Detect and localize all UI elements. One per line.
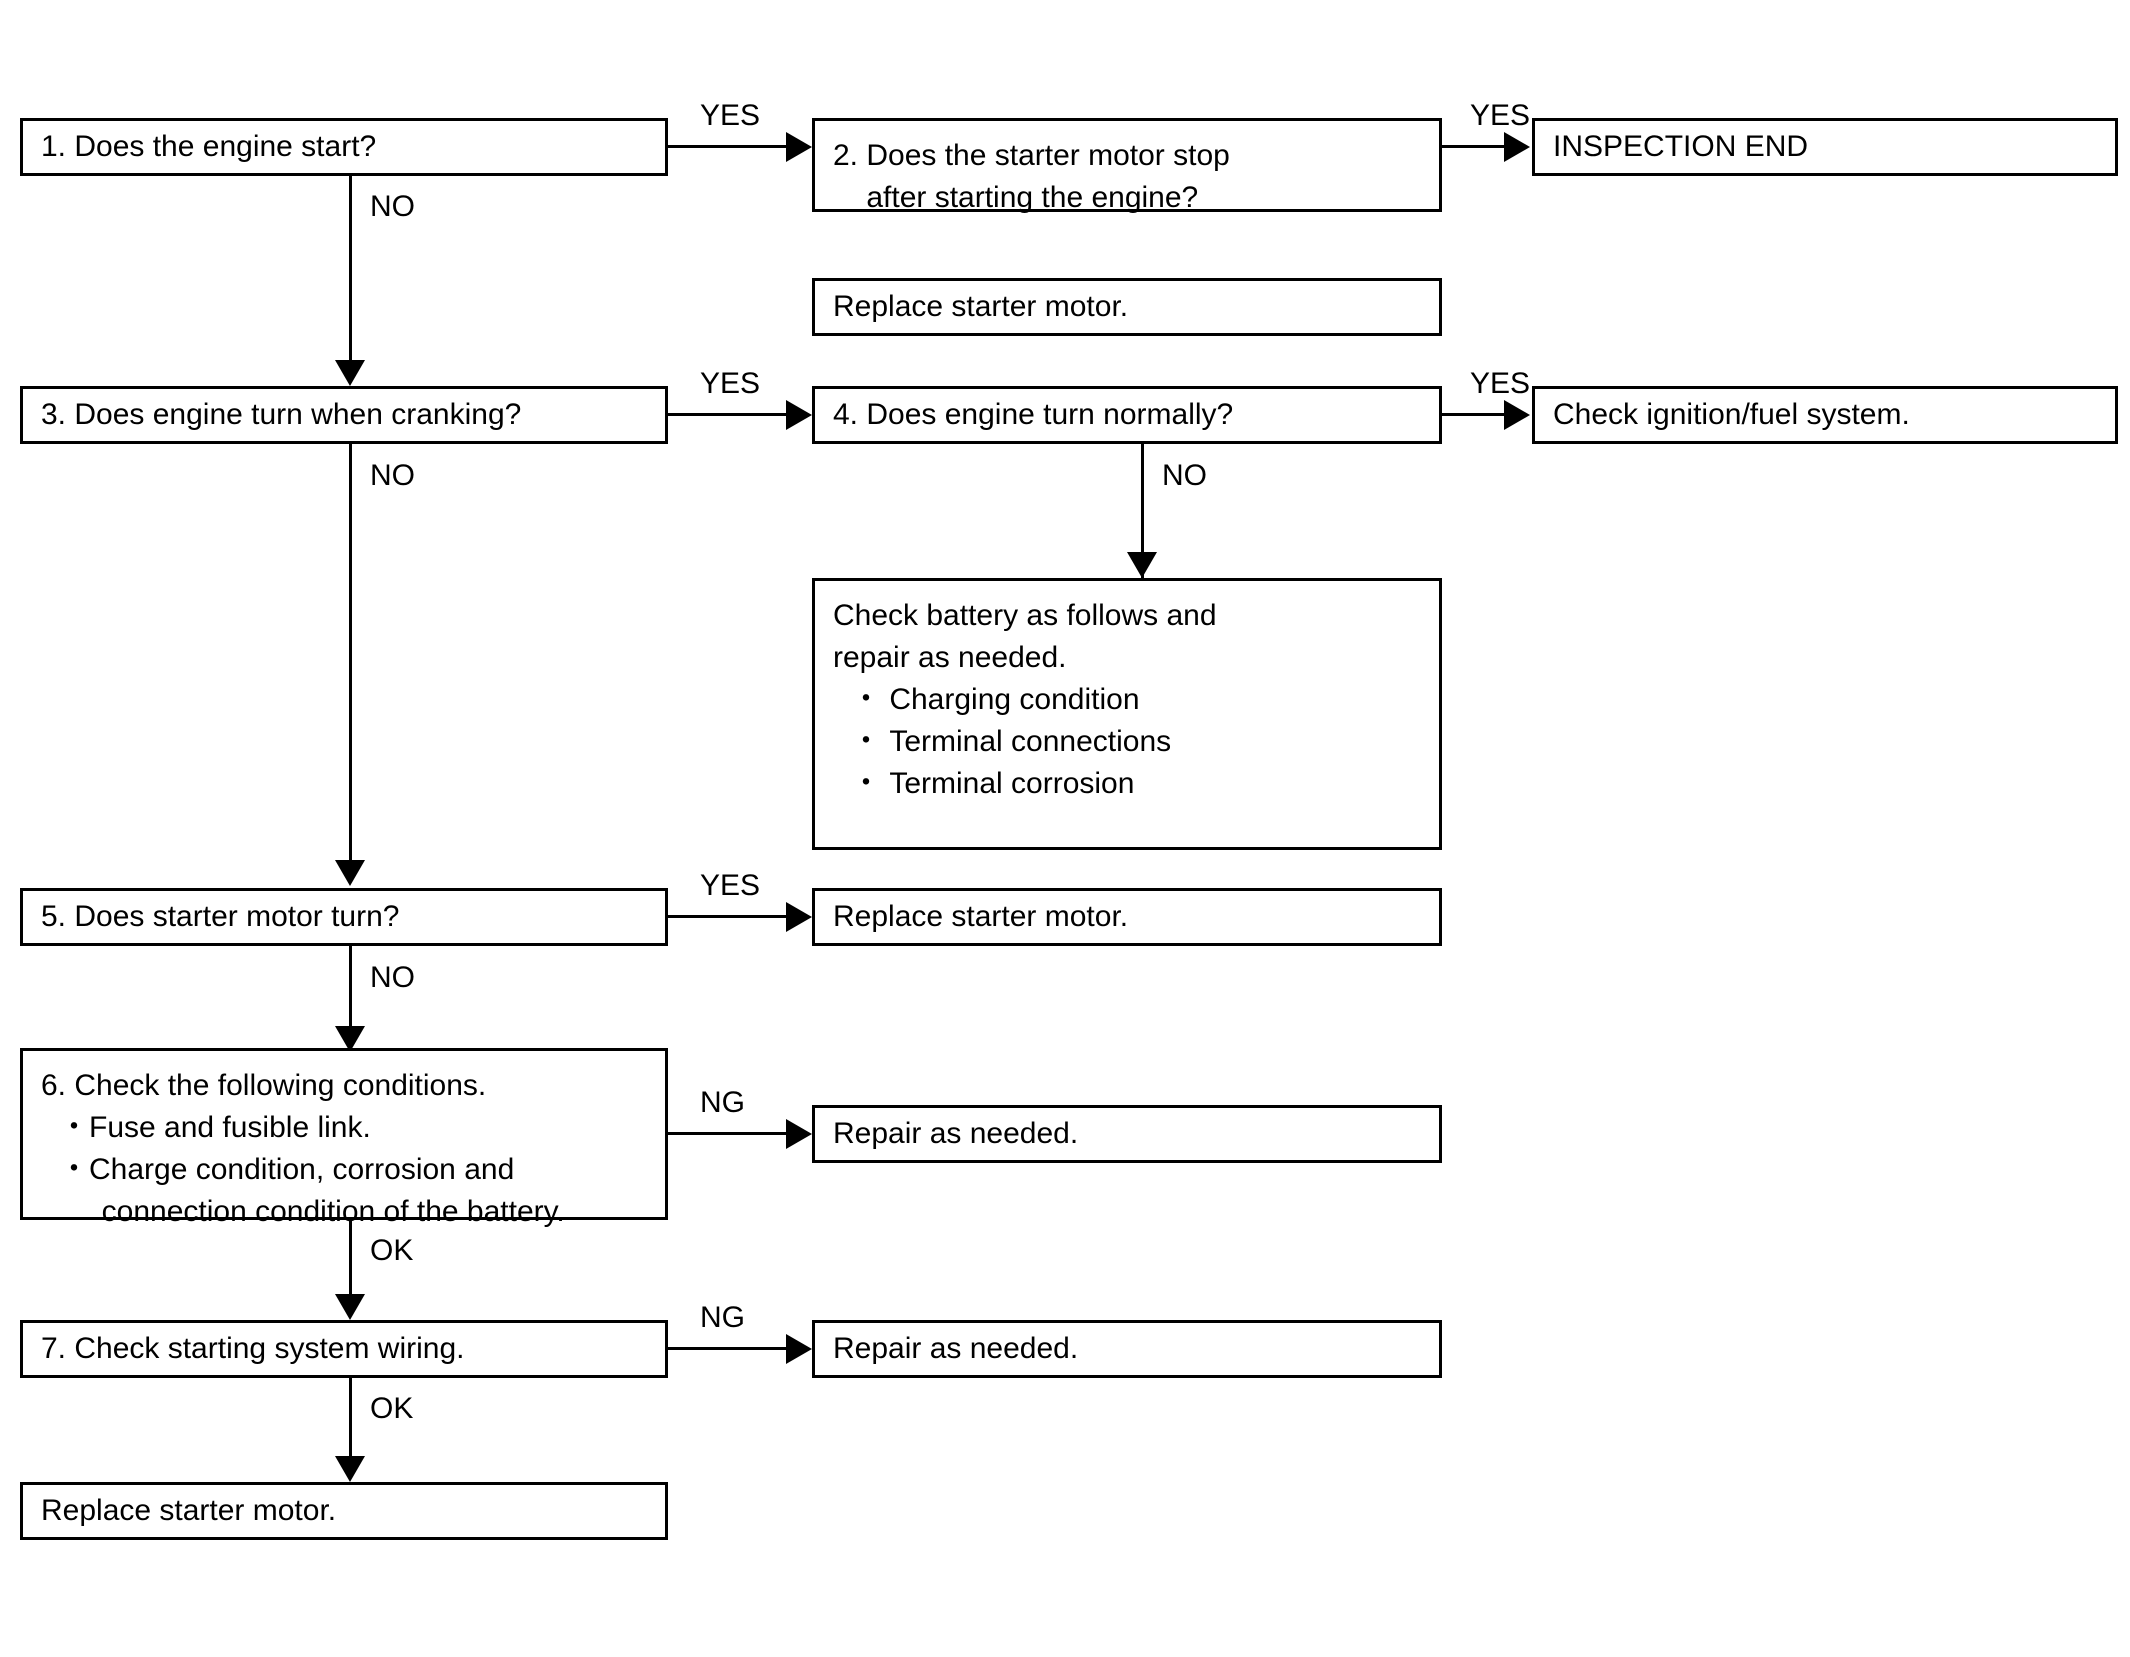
node-question-3: 3. Does engine turn when cranking?	[20, 386, 668, 444]
edge-q7-to-repair-line	[668, 1347, 788, 1350]
edge-q2-to-end-line	[1442, 145, 1512, 148]
edge-label-q3-no: NO	[370, 459, 415, 492]
edge-q6-to-q7-line	[349, 1220, 352, 1298]
node-repair-as-needed-2: Repair as needed.	[812, 1320, 1442, 1378]
edge-q2-to-end-arrowhead	[1504, 132, 1530, 162]
edge-label-q1-yes: YES	[700, 99, 761, 132]
node-question-2-line-0: 2. Does the starter motor stop	[833, 139, 1230, 172]
edge-label-q7-ok: OK	[370, 1392, 414, 1425]
node-replace-starter-motor-3: Replace starter motor.	[20, 1482, 668, 1540]
edge-q5-to-q6-arrowhead	[335, 1026, 365, 1052]
edge-label-q2-yes: YES	[1470, 99, 1531, 132]
node-check-battery-line-0: Check battery as follows and	[833, 599, 1217, 632]
edge-q7-to-replace-arrowhead	[335, 1456, 365, 1482]
edge-label-q3-yes: YES	[700, 367, 761, 400]
node-question-6-line-1: ・Fuse and fusible link.	[59, 1111, 371, 1144]
node-replace-starter-motor-2: Replace starter motor.	[812, 888, 1442, 946]
node-check-battery-line-3: ・ Terminal connections	[851, 725, 1172, 758]
node-question-1-line-0: 1. Does the engine start?	[41, 130, 377, 163]
edge-q6-to-repair-arrowhead	[786, 1119, 812, 1149]
edge-label-q6-ng: NG	[700, 1086, 745, 1119]
node-check-battery-line-4: ・ Terminal corrosion	[851, 767, 1135, 800]
edge-q7-to-replace-line	[349, 1378, 352, 1460]
node-question-4-line-0: 4. Does engine turn normally?	[833, 398, 1234, 431]
node-question-3-line-0: 3. Does engine turn when cranking?	[41, 398, 522, 431]
edge-label-q7-ng: NG	[700, 1301, 745, 1334]
node-check-battery: Check battery as follows and repair as n…	[812, 578, 1442, 850]
node-inspection-end: INSPECTION END	[1532, 118, 2118, 176]
edge-q6-to-repair-line	[668, 1132, 788, 1135]
node-inspection-end-line-0: INSPECTION END	[1553, 130, 1809, 163]
edge-q4-to-battery-line	[1141, 444, 1144, 578]
node-check-battery-line-2: ・ Charging condition	[851, 683, 1140, 716]
node-question-6: 6. Check the following conditions. ・Fuse…	[20, 1048, 668, 1228]
edge-q1-to-q3-arrowhead	[335, 360, 365, 386]
edge-label-q5-yes: YES	[700, 869, 761, 902]
edge-q3-to-q5-line	[349, 444, 352, 864]
node-question-5: 5. Does starter motor turn?	[20, 888, 668, 946]
node-repair-as-needed-1-line-0: Repair as needed.	[833, 1117, 1079, 1150]
edge-q1-to-q3-line	[349, 176, 352, 364]
node-question-6-line-0: 6. Check the following conditions.	[41, 1069, 487, 1102]
edge-q4-to-ignition-line	[1442, 413, 1512, 416]
edge-q3-to-q4-line	[668, 413, 788, 416]
edge-label-q5-no: NO	[370, 961, 415, 994]
edge-q4-to-battery-arrowhead	[1127, 552, 1157, 578]
edge-q5-to-replace-arrowhead	[786, 902, 812, 932]
edge-q3-to-q5-arrowhead	[335, 860, 365, 886]
node-check-battery-line-1: repair as needed.	[833, 641, 1067, 674]
node-replace-starter-motor-1: Replace starter motor.	[812, 278, 1442, 336]
node-question-7: 7. Check starting system wiring.	[20, 1320, 668, 1378]
node-question-7-line-0: 7. Check starting system wiring.	[41, 1332, 465, 1365]
node-repair-as-needed-1: Repair as needed.	[812, 1105, 1442, 1163]
node-repair-as-needed-2-line-0: Repair as needed.	[833, 1332, 1079, 1365]
node-question-2-line-1: after starting the engine?	[833, 181, 1199, 214]
edge-label-q4-no: NO	[1162, 459, 1207, 492]
node-question-2: 2. Does the starter motor stop after sta…	[812, 118, 1442, 214]
edge-q1-to-q2-arrowhead	[786, 132, 812, 162]
edge-label-q4-yes: YES	[1470, 367, 1531, 400]
edge-q1-to-q2-line	[668, 145, 788, 148]
edge-q7-to-repair-arrowhead	[786, 1334, 812, 1364]
node-check-ignition-fuel-system-line-0: Check ignition/fuel system.	[1553, 398, 1910, 431]
node-question-6-line-2: ・Charge condition, corrosion and	[59, 1153, 515, 1186]
edge-q6-to-q7-arrowhead	[335, 1294, 365, 1320]
node-check-ignition-fuel-system: Check ignition/fuel system.	[1532, 386, 2118, 444]
edge-q4-to-ignition-arrowhead	[1504, 400, 1530, 430]
edge-label-q6-ok: OK	[370, 1234, 414, 1267]
edge-q5-to-replace-line	[668, 915, 788, 918]
node-replace-starter-motor-2-line-0: Replace starter motor.	[833, 900, 1129, 933]
node-question-4: 4. Does engine turn normally?	[812, 386, 1442, 444]
edge-label-q1-no: NO	[370, 190, 415, 223]
node-question-5-line-0: 5. Does starter motor turn?	[41, 900, 400, 933]
node-replace-starter-motor-1-line-0: Replace starter motor.	[833, 290, 1129, 323]
edge-q5-to-q6-line	[349, 946, 352, 1032]
node-question-6-line-3: connection condition of the battery.	[85, 1195, 565, 1228]
node-question-1: 1. Does the engine start?	[20, 118, 668, 176]
node-replace-starter-motor-3-line-0: Replace starter motor.	[41, 1494, 337, 1527]
edge-q3-to-q4-arrowhead	[786, 400, 812, 430]
